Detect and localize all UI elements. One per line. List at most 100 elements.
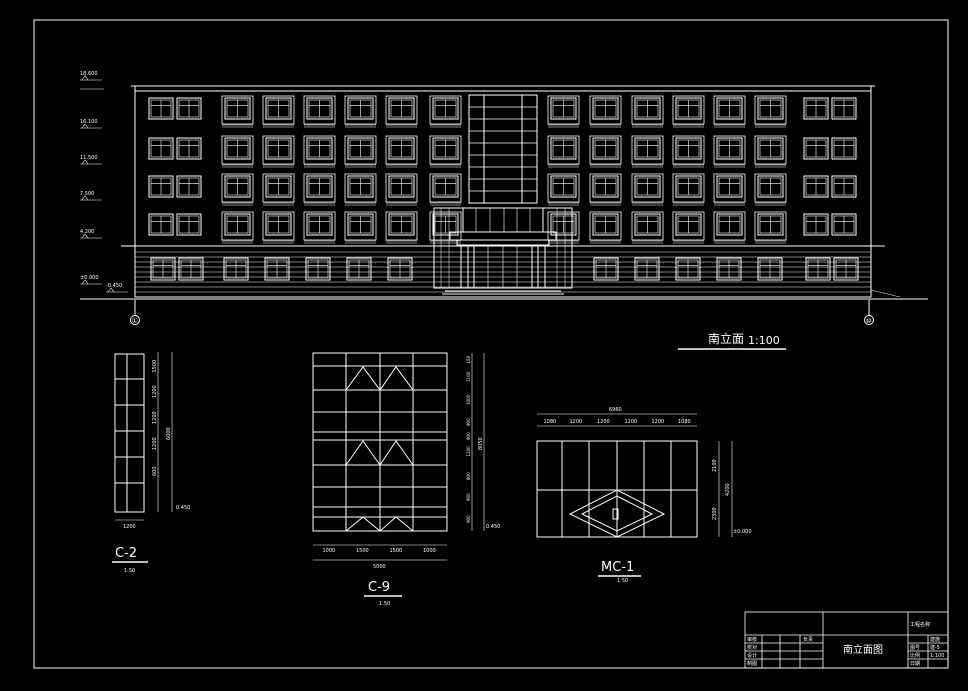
bay-window <box>550 137 577 160</box>
tb-drawing-name: 南立面图 <box>843 643 883 656</box>
mc1-dimension-total: 4200 <box>725 483 731 496</box>
level-mark <box>81 233 89 239</box>
ground-window <box>675 257 701 281</box>
ground-window <box>833 257 859 281</box>
window-surround <box>221 95 254 125</box>
window-c2-detail <box>114 352 173 521</box>
bay-window <box>432 137 459 160</box>
side-window <box>803 175 829 198</box>
c9-dimension: 800 <box>466 472 471 480</box>
bay-window <box>757 175 784 198</box>
tb-label-3: 制图 <box>747 660 757 667</box>
bay-window <box>388 97 415 120</box>
mc1-dimension: 2100 <box>712 459 718 472</box>
mc1-dimension-total: 6960 <box>609 407 622 413</box>
level-label: 11.500 <box>80 155 98 161</box>
window-c9-detail <box>312 352 485 561</box>
side-window <box>831 97 857 120</box>
window-surround <box>385 211 418 241</box>
window-surround <box>672 135 705 165</box>
bay-window <box>634 175 661 198</box>
mc1-dimension: 2300 <box>712 507 718 520</box>
ground-window <box>150 257 176 281</box>
tb-right-label-2: 日期 <box>910 661 920 667</box>
ground-window <box>593 257 619 281</box>
c2-dimension: 1200 <box>152 411 158 424</box>
c9-dimension: 1000 <box>323 548 336 554</box>
c9-dimension-total: 5000 <box>373 564 386 570</box>
window-surround <box>429 95 462 125</box>
mc1-level-label: ±0.000 <box>733 529 752 535</box>
ground-window <box>223 257 249 281</box>
bay-window <box>265 175 292 198</box>
column-right <box>537 244 546 289</box>
c9-dimension: 900 <box>466 418 471 426</box>
window-surround <box>754 173 787 203</box>
level-mark <box>107 287 115 293</box>
side-window <box>803 137 829 160</box>
window-surround <box>713 173 746 203</box>
bay-window <box>432 97 459 120</box>
curtain-wall <box>468 94 538 204</box>
bay-window <box>432 213 459 236</box>
side-window <box>148 175 174 198</box>
bay-window <box>550 175 577 198</box>
canopy <box>449 231 557 241</box>
c9-dimension: 900 <box>466 515 471 523</box>
mc1-dimension: 1200 <box>652 419 665 425</box>
ground-window <box>305 257 331 281</box>
window-surround <box>547 95 580 125</box>
bay-window <box>757 137 784 160</box>
ramp-line <box>870 289 901 298</box>
tb-label-1: 校对 <box>747 644 757 651</box>
window-surround <box>344 211 377 241</box>
level-mark <box>81 75 89 81</box>
bay-window <box>306 213 333 236</box>
tb-right-value-0: 建施 <box>930 636 940 643</box>
window-surround <box>672 211 705 241</box>
level-label: ±0.000 <box>80 275 99 281</box>
window-surround <box>589 135 622 165</box>
bay-window <box>592 213 619 236</box>
window-surround <box>303 173 336 203</box>
window-surround <box>385 95 418 125</box>
ground-window <box>387 257 413 281</box>
bay-window <box>592 175 619 198</box>
bay-window <box>347 137 374 160</box>
bay-window <box>306 175 333 198</box>
c2-title: C-2 <box>115 546 137 561</box>
tb-right-label-1: 比例 <box>910 652 920 659</box>
mc1-scale: 1:50 <box>617 578 628 584</box>
side-window <box>148 137 174 160</box>
level-label: 4.200 <box>80 229 94 235</box>
window-surround <box>344 173 377 203</box>
window-surround <box>631 211 664 241</box>
c9-dimension: 1000 <box>466 394 471 405</box>
tb-mid-label: 负责 <box>803 636 813 643</box>
window-surround <box>385 135 418 165</box>
window-surround <box>303 135 336 165</box>
tb-label-2: 设计 <box>747 652 757 659</box>
window-surround <box>589 211 622 241</box>
bay-window <box>634 97 661 120</box>
side-window <box>176 175 202 198</box>
window-surround <box>385 173 418 203</box>
bay-window <box>388 175 415 198</box>
window-surround <box>262 135 295 165</box>
bay-window <box>675 137 702 160</box>
bay-window <box>224 97 251 120</box>
window-surround <box>754 211 787 241</box>
bay-window <box>757 97 784 120</box>
window-surround <box>547 211 580 241</box>
window-surround <box>713 95 746 125</box>
window-surround <box>221 173 254 203</box>
axis-markers <box>130 300 874 325</box>
south-elevation <box>80 85 928 300</box>
c2-dimension: 600 <box>152 466 158 476</box>
bay-window <box>388 137 415 160</box>
axis-label-right: ⑩ <box>866 317 872 325</box>
bay-window <box>265 213 292 236</box>
bay-window <box>347 97 374 120</box>
